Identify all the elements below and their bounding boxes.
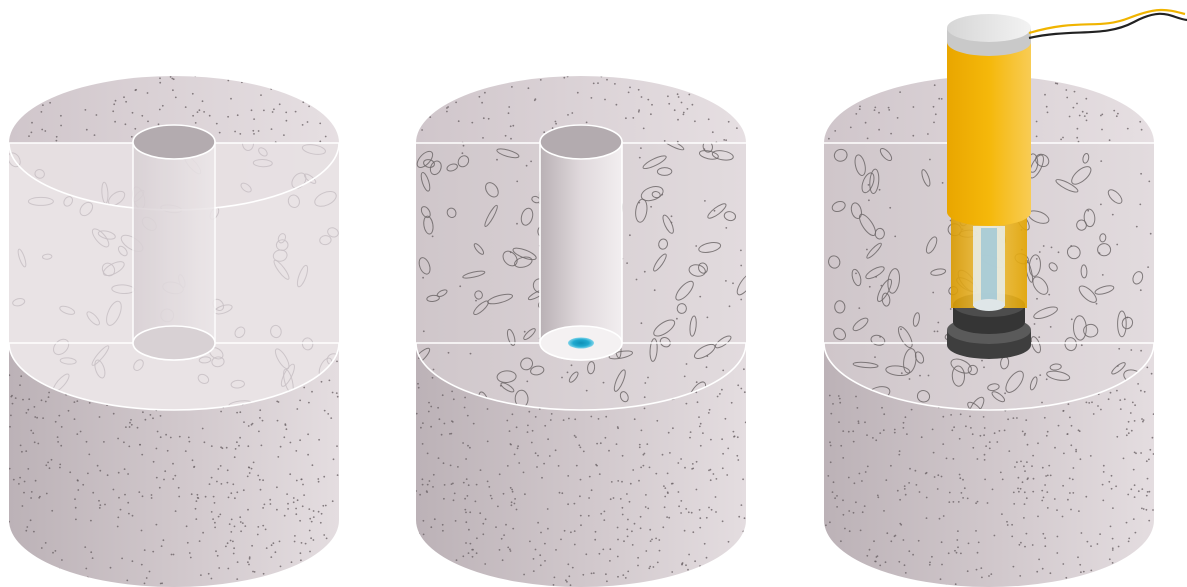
- section-edge: [8, 342, 340, 411]
- hole-bottom: [132, 325, 216, 361]
- concrete-speckles: [9, 76, 337, 144]
- sensor-probe-tip: [973, 299, 1005, 311]
- section-edge: [823, 342, 1155, 411]
- section-edge: [415, 342, 747, 411]
- liquid-drop-icon: [568, 337, 594, 349]
- sensor-probe-core: [981, 228, 997, 304]
- cable-icon: [1028, 8, 1186, 35]
- moisture-sensor-icon: [947, 40, 1031, 226]
- hole-opening: [132, 124, 216, 160]
- concrete-cylinder-icon: [9, 343, 339, 587]
- panel-step-2: [415, 76, 747, 587]
- panel-step-3: [823, 8, 1187, 587]
- sensor-cap: [947, 14, 1031, 42]
- panel-step-1: [8, 76, 340, 587]
- cable-icon: [1028, 12, 1187, 40]
- concrete-cylinder-icon: [416, 343, 746, 587]
- hole-opening: [539, 124, 623, 160]
- concrete-cylinder-icon: [824, 343, 1154, 587]
